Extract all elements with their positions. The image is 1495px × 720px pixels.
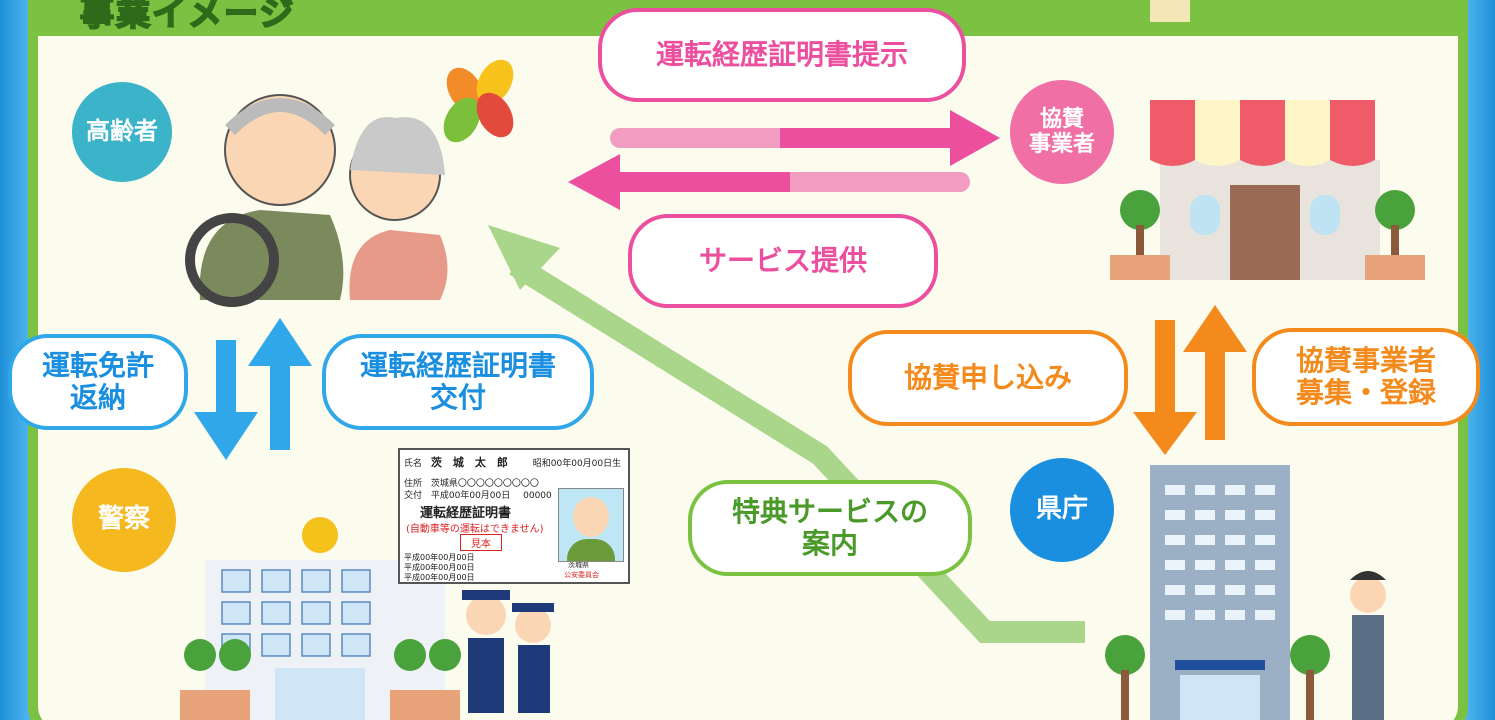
prefecture-label: 県庁	[1035, 494, 1088, 525]
card-doc-title: 運転経歴証明書	[420, 506, 512, 521]
guide-service-line1: 特典サービスの	[731, 494, 928, 528]
card-name-label: 氏名	[404, 459, 423, 469]
pink-arrow-right	[610, 110, 1000, 166]
recruit-sponsors-bubble: 協賛事業者 募集・登録	[1252, 328, 1480, 426]
card-birth: 昭和00年00月00日生	[532, 459, 622, 469]
return-license-line1: 運転免許	[41, 348, 154, 382]
police-officers-illustration	[462, 590, 554, 713]
return-license-bubble: 運転免許 返納	[8, 334, 188, 430]
guide-service-line2: 案内	[801, 527, 858, 560]
guide-service-bubble: 特典サービスの 案内	[688, 480, 972, 576]
sponsor-badge: 協賛 事業者	[1010, 80, 1114, 184]
card-issue-date: 平成00年00月00日	[430, 491, 511, 501]
card-name-row: 氏名 茨 城 太 郎 昭和00年00月00日生	[404, 454, 621, 470]
blue-arrow-down	[194, 340, 258, 460]
present-certificate-label: 運転経歴証明書提示	[655, 37, 908, 71]
card-history-3: 平成00年00月00日	[404, 573, 475, 582]
sponsor-label-line1: 協賛	[1039, 106, 1084, 132]
issue-certificate-bubble: 運転経歴証明書 交付	[322, 334, 594, 430]
card-issue-no: 00000	[523, 491, 552, 501]
card-address: 茨城県〇〇〇〇〇〇〇〇〇	[430, 479, 539, 489]
prefecture-badge: 県庁	[1010, 458, 1114, 562]
provide-service-bubble: サービス提供	[628, 214, 938, 308]
card-issue-row: 交付 平成00年00月00日 00000	[404, 488, 552, 501]
police-badge: 警察	[72, 468, 176, 572]
prefectural-office-illustration	[1105, 465, 1386, 720]
present-certificate-bubble: 運転経歴証明書提示	[598, 8, 966, 102]
top-figure-stub	[1150, 0, 1190, 22]
elderly-label: 高齢者	[86, 117, 158, 146]
blue-arrow-up	[248, 318, 312, 450]
card-photo	[558, 488, 624, 562]
card-address-label: 住所	[404, 479, 423, 489]
elderly-driver-mark-icon	[443, 59, 514, 143]
card-issuer-2: 公安委員会	[564, 571, 599, 579]
shop-illustration	[1110, 100, 1425, 280]
sponsor-label-line2: 事業者	[1028, 132, 1095, 157]
provide-service-label: サービス提供	[698, 243, 867, 277]
issue-certificate-line2: 交付	[429, 381, 486, 414]
orange-arrow-up	[1183, 305, 1247, 440]
elderly-badge: 高齢者	[72, 82, 172, 182]
card-sample-stamp: 見本	[460, 534, 502, 551]
card-issuer-1: 茨城県	[568, 561, 589, 569]
card-history-2: 平成00年00月00日	[404, 563, 475, 572]
card-notice: (自動車等の運転はできません)	[406, 524, 544, 535]
driving-history-certificate-card: 氏名 茨 城 太 郎 昭和00年00月00日生 住所 茨城県〇〇〇〇〇〇〇〇〇 …	[398, 448, 630, 584]
return-license-line2: 返納	[69, 381, 126, 414]
card-photo-body-icon	[567, 539, 615, 561]
pink-arrow-left	[568, 154, 970, 210]
card-name: 茨 城 太 郎	[430, 456, 508, 469]
apply-sponsorship-label: 協賛申し込み	[903, 360, 1072, 394]
card-issue-label: 交付	[404, 491, 423, 501]
police-label: 警察	[97, 504, 150, 535]
apply-sponsorship-bubble: 協賛申し込み	[848, 330, 1128, 426]
card-history-1: 平成00年00月00日	[404, 553, 475, 562]
recruit-sponsors-line1: 協賛事業者	[1295, 343, 1436, 377]
issue-certificate-line1: 運転経歴証明書	[359, 348, 556, 382]
elderly-couple-illustration	[185, 94, 448, 307]
recruit-sponsors-line2: 募集・登録	[1295, 376, 1436, 409]
page-title: 事業イメージ	[79, 0, 296, 35]
police-station-illustration	[180, 517, 461, 720]
card-address-row: 住所 茨城県〇〇〇〇〇〇〇〇〇	[404, 476, 539, 489]
orange-arrow-down	[1133, 320, 1197, 455]
card-photo-face-icon	[573, 497, 609, 537]
